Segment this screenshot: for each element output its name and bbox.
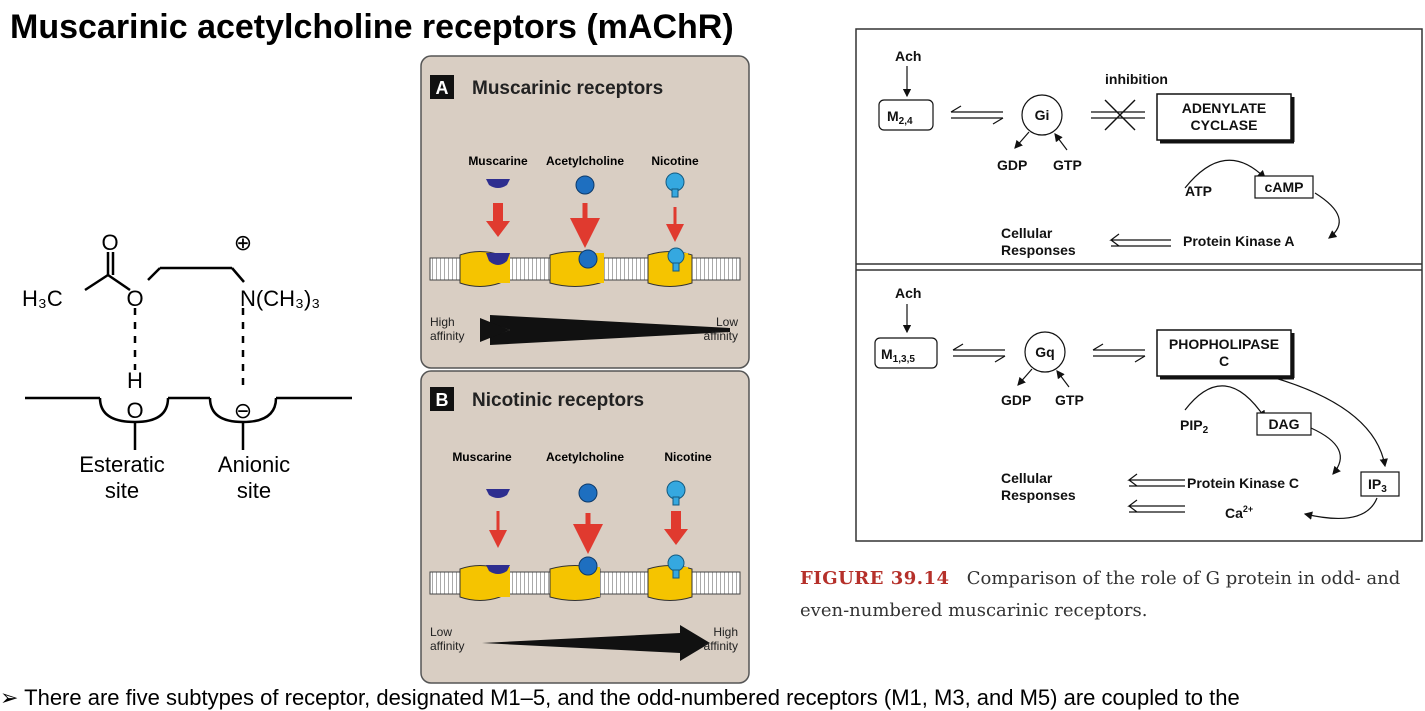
muscarine-ligand-icon-b [486,489,510,498]
gq-protein-label: Gq [1035,344,1054,360]
receptor-affinity-figure: A Muscarinic receptors Muscarine Acetylc… [420,55,750,684]
dag-label: DAG [1268,416,1299,432]
dag-box [1256,412,1312,436]
panel-a-affinity-right: affinity [704,329,738,343]
panel-a-low-label: Low [716,315,738,329]
m24-receptor-label: M [887,108,899,124]
nicotine-ligand-icon [665,172,685,198]
anionic-site-label-2: site [237,478,271,503]
top-responses-label: Responses [1001,242,1076,258]
protein-kinase-a-label: Protein Kinase A [1183,233,1295,249]
panel-muscarinic: A Muscarinic receptors Muscarine Acetylc… [420,55,750,369]
panel-b-badge: B [436,390,449,410]
pip2-label: PIP [1180,417,1203,433]
muscarine-ligand-icon [486,179,510,188]
panel-b-affinity-right: affinity [704,639,738,653]
svg-text:M2,4: M2,4 [887,108,913,127]
muscarine-binding-arrow [486,221,510,237]
membrane-a [429,247,741,287]
affinity-wedge-a [490,315,730,345]
pip2-sub: 2 [1203,425,1209,436]
top-cellular-label: Cellular [1001,225,1053,241]
ligand-muscarine-label: Muscarine [468,154,528,168]
bottom-gtp-label: GTP [1055,392,1084,408]
bottom-gdp-label: GDP [1001,392,1031,408]
adenylate-cyclase-line2: CYCLASE [1191,117,1258,133]
svg-text:M1,3,5: M1,3,5 [881,346,915,365]
nicotine-binding-arrow-b [664,529,688,545]
panel-a-title: Muscarinic receptors [472,78,663,99]
protein-kinase-c-label: Protein Kinase C [1187,475,1299,491]
affinity-wedge-b [482,625,710,661]
panel-b-low-label: Low [430,625,452,639]
panel-a-affinity-left: affinity [430,329,464,343]
camp-label: cAMP [1265,179,1304,195]
top-ach-label: Ach [895,48,921,64]
membrane-b [429,554,741,601]
calcium-sup: 2+ [1243,504,1253,514]
m135-receptor-box [874,337,938,369]
gi-protein-node [1021,94,1063,136]
calcium-label: Ca [1225,505,1243,521]
ester-oxygen: O [126,286,143,311]
panel-a-badge: A [436,78,449,98]
ligand-nicotine-label-b: Nicotine [664,450,712,464]
acetylcholine-ligand-icon-b [578,483,598,503]
footer-bullet-text: ➢ There are five subtypes of receptor, d… [0,685,1240,710]
bottom-ach-label: Ach [895,285,921,301]
site-oxygen: O [126,398,143,423]
positive-charge-icon: ⊕ [234,230,252,255]
figure-caption-text: Comparison of the role of G protein in o… [800,568,1401,621]
m135-receptor-sub: 1,3,5 [893,354,916,365]
inhibition-label: inhibition [1105,71,1168,87]
carbonyl-oxygen: O [101,230,118,255]
nicotine-ligand-icon-b [666,480,686,506]
ligand-acetylcholine-label: Acetylcholine [546,154,624,168]
ligand-muscarine-label-b: Muscarine [452,450,512,464]
gq-protein-node [1024,331,1066,373]
figure-caption: FIGURE 39.14 Comparison of the role of G… [800,563,1420,627]
g-protein-pathway-figure: Ach M2,4 Gi GDP GTP inhibition ADENYLATE… [855,28,1423,542]
svg-text:IP3: IP3 [1368,476,1387,495]
phospholipase-line2: C [1219,353,1229,369]
top-gdp-label: GDP [997,157,1027,173]
ip3-label: IP [1368,476,1381,492]
slide-title: Muscarinic acetylcholine receptors (mACh… [10,8,734,46]
ligand-acetylcholine-label-b: Acetylcholine [546,450,624,464]
panel-b-high-label: High [713,625,738,639]
panel-b-affinity-left: affinity [430,639,464,653]
m24-receptor-sub: 2,4 [899,116,913,127]
adenylate-cyclase-box [1156,93,1292,141]
bottom-responses-label: Responses [1001,487,1076,503]
acetylcholine-ligand-icon [575,175,595,195]
top-gtp-label: GTP [1053,157,1082,173]
acetylcholine-binding-structure: O ⊕ H₃C O N(CH₃)₃ H O ⊖ Esteratic site A… [22,230,352,503]
panel-nicotinic: B Nicotinic receptors Muscarine Acetylch… [420,370,750,684]
atp-label: ATP [1185,183,1212,199]
hydrogen-atom: H [127,368,143,393]
ip3-box [1360,471,1400,497]
phospholipase-box [1156,329,1292,377]
figure-caption-label: FIGURE 39.14 [800,568,950,589]
anionic-site-label: Anionic [218,452,290,477]
panel-a-high-label: High [430,315,455,329]
phospholipase-line1: PHOPHOLIPASE [1169,336,1279,352]
m135-receptor-label: M [881,346,893,362]
methyl-group: H₃C [22,286,63,311]
bottom-cellular-label: Cellular [1001,470,1053,486]
trimethylammonium: N(CH₃)₃ [240,286,320,311]
panel-b-title: Nicotinic receptors [472,390,644,411]
adenylate-cyclase-line1: ADENYLATE [1182,100,1267,116]
esteratic-site-label: Esteratic [79,452,165,477]
esteratic-site-label-2: site [105,478,139,503]
negative-charge-icon: ⊖ [234,398,252,423]
gi-protein-label: Gi [1035,107,1050,123]
svg-text:Ca2+: Ca2+ [1225,504,1253,521]
camp-box [1254,175,1314,199]
ligand-nicotine-label: Nicotine [651,154,699,168]
ip3-sub: 3 [1381,484,1387,495]
svg-text:PIP2: PIP2 [1180,417,1209,436]
m24-receptor-box [878,99,934,131]
